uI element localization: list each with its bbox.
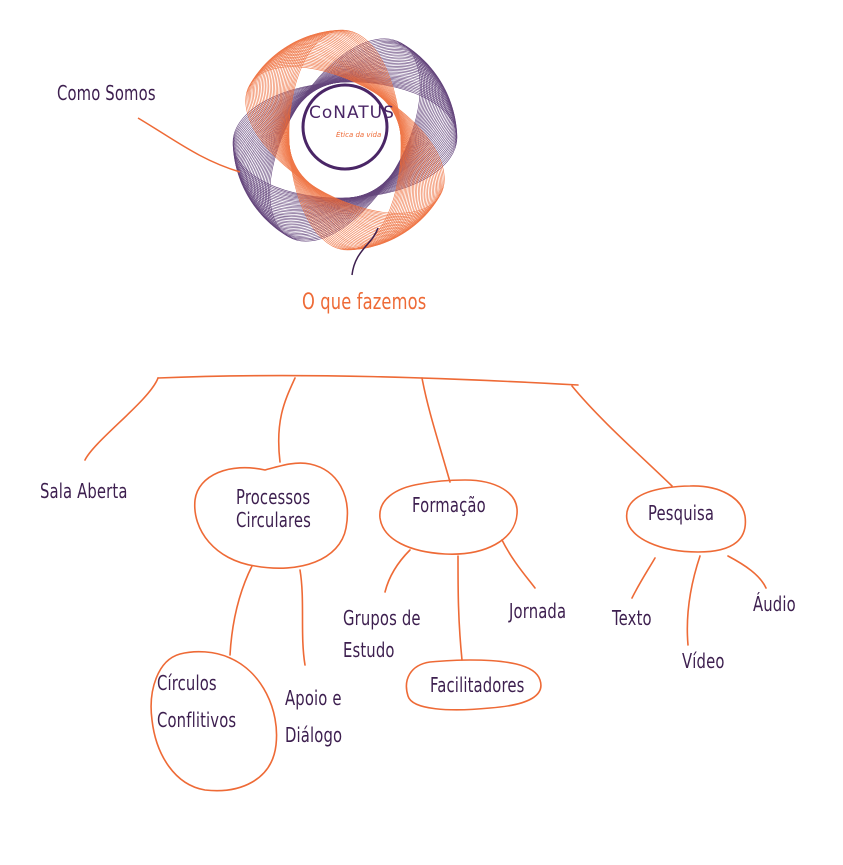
node-facilitadores-shape	[405, 659, 542, 711]
node-pesquisa[interactable]: Pesquisa	[648, 501, 715, 525]
processos-line1: Processos	[236, 485, 311, 509]
label-o-que-fazemos[interactable]: O que fazemos	[302, 290, 427, 315]
grupos-line2: Estudo	[343, 638, 395, 662]
apoio-line2: Diálogo	[285, 723, 343, 747]
logo-center-circle	[301, 83, 389, 171]
link-o-que-fazemos	[351, 227, 379, 276]
node-apoio-e-dialogo[interactable]: Apoio e Diálogo	[285, 680, 342, 754]
label-sala-aberta[interactable]: Sala Aberta	[40, 479, 128, 503]
processos-line2: Circulares	[236, 508, 311, 532]
node-audio[interactable]: Áudio	[753, 592, 796, 616]
logo-orange-rings	[245, 29, 445, 251]
node-circulos-conflitivos[interactable]: Círculos Conflitivos	[157, 665, 236, 739]
link-sala-aberta	[84, 377, 159, 461]
link-audio	[727, 555, 767, 589]
label-como-somos[interactable]: Como Somos	[57, 81, 156, 105]
logo-purple-rings	[232, 38, 458, 242]
node-formacao[interactable]: Formação	[412, 493, 486, 517]
link-formacao	[421, 377, 451, 483]
grupos-line1: Grupos de	[343, 606, 421, 630]
link-apoio	[299, 569, 306, 666]
node-facilitadores[interactable]: Facilitadores	[430, 673, 525, 697]
link-circulos	[229, 565, 253, 656]
conatus-logo	[232, 29, 458, 251]
node-grupos-de-estudo[interactable]: Grupos de Estudo	[343, 602, 421, 666]
logo-subtitle: Ética da vida	[336, 131, 382, 139]
circulos-line2: Conflitivos	[157, 708, 237, 732]
node-pesquisa-shape	[625, 485, 747, 553]
logo-ring-stroke	[232, 81, 458, 199]
node-jornada[interactable]: Jornada	[509, 599, 567, 623]
link-video	[686, 555, 701, 646]
node-processos-circulares[interactable]: Processos Circulares	[236, 486, 311, 532]
link-texto	[631, 557, 656, 599]
node-circulos-conflitivos-shape	[150, 650, 278, 792]
link-jornada	[501, 539, 536, 589]
logo-title: CoNATUS	[309, 103, 395, 123]
apoio-line1: Apoio e	[285, 686, 342, 710]
node-video[interactable]: Vídeo	[682, 649, 725, 673]
node-formacao-shape	[379, 479, 518, 555]
link-processos	[277, 377, 296, 463]
link-pesquisa	[571, 385, 673, 487]
circulos-line1: Círculos	[157, 671, 217, 695]
node-processos-circulares-shape	[194, 462, 349, 570]
tree-trunk	[157, 374, 579, 386]
link-como-somos	[137, 117, 241, 173]
link-grupos	[384, 549, 411, 593]
logo-ring-stroke	[288, 29, 402, 251]
node-texto[interactable]: Texto	[612, 606, 652, 630]
link-facilitadores	[457, 555, 463, 661]
